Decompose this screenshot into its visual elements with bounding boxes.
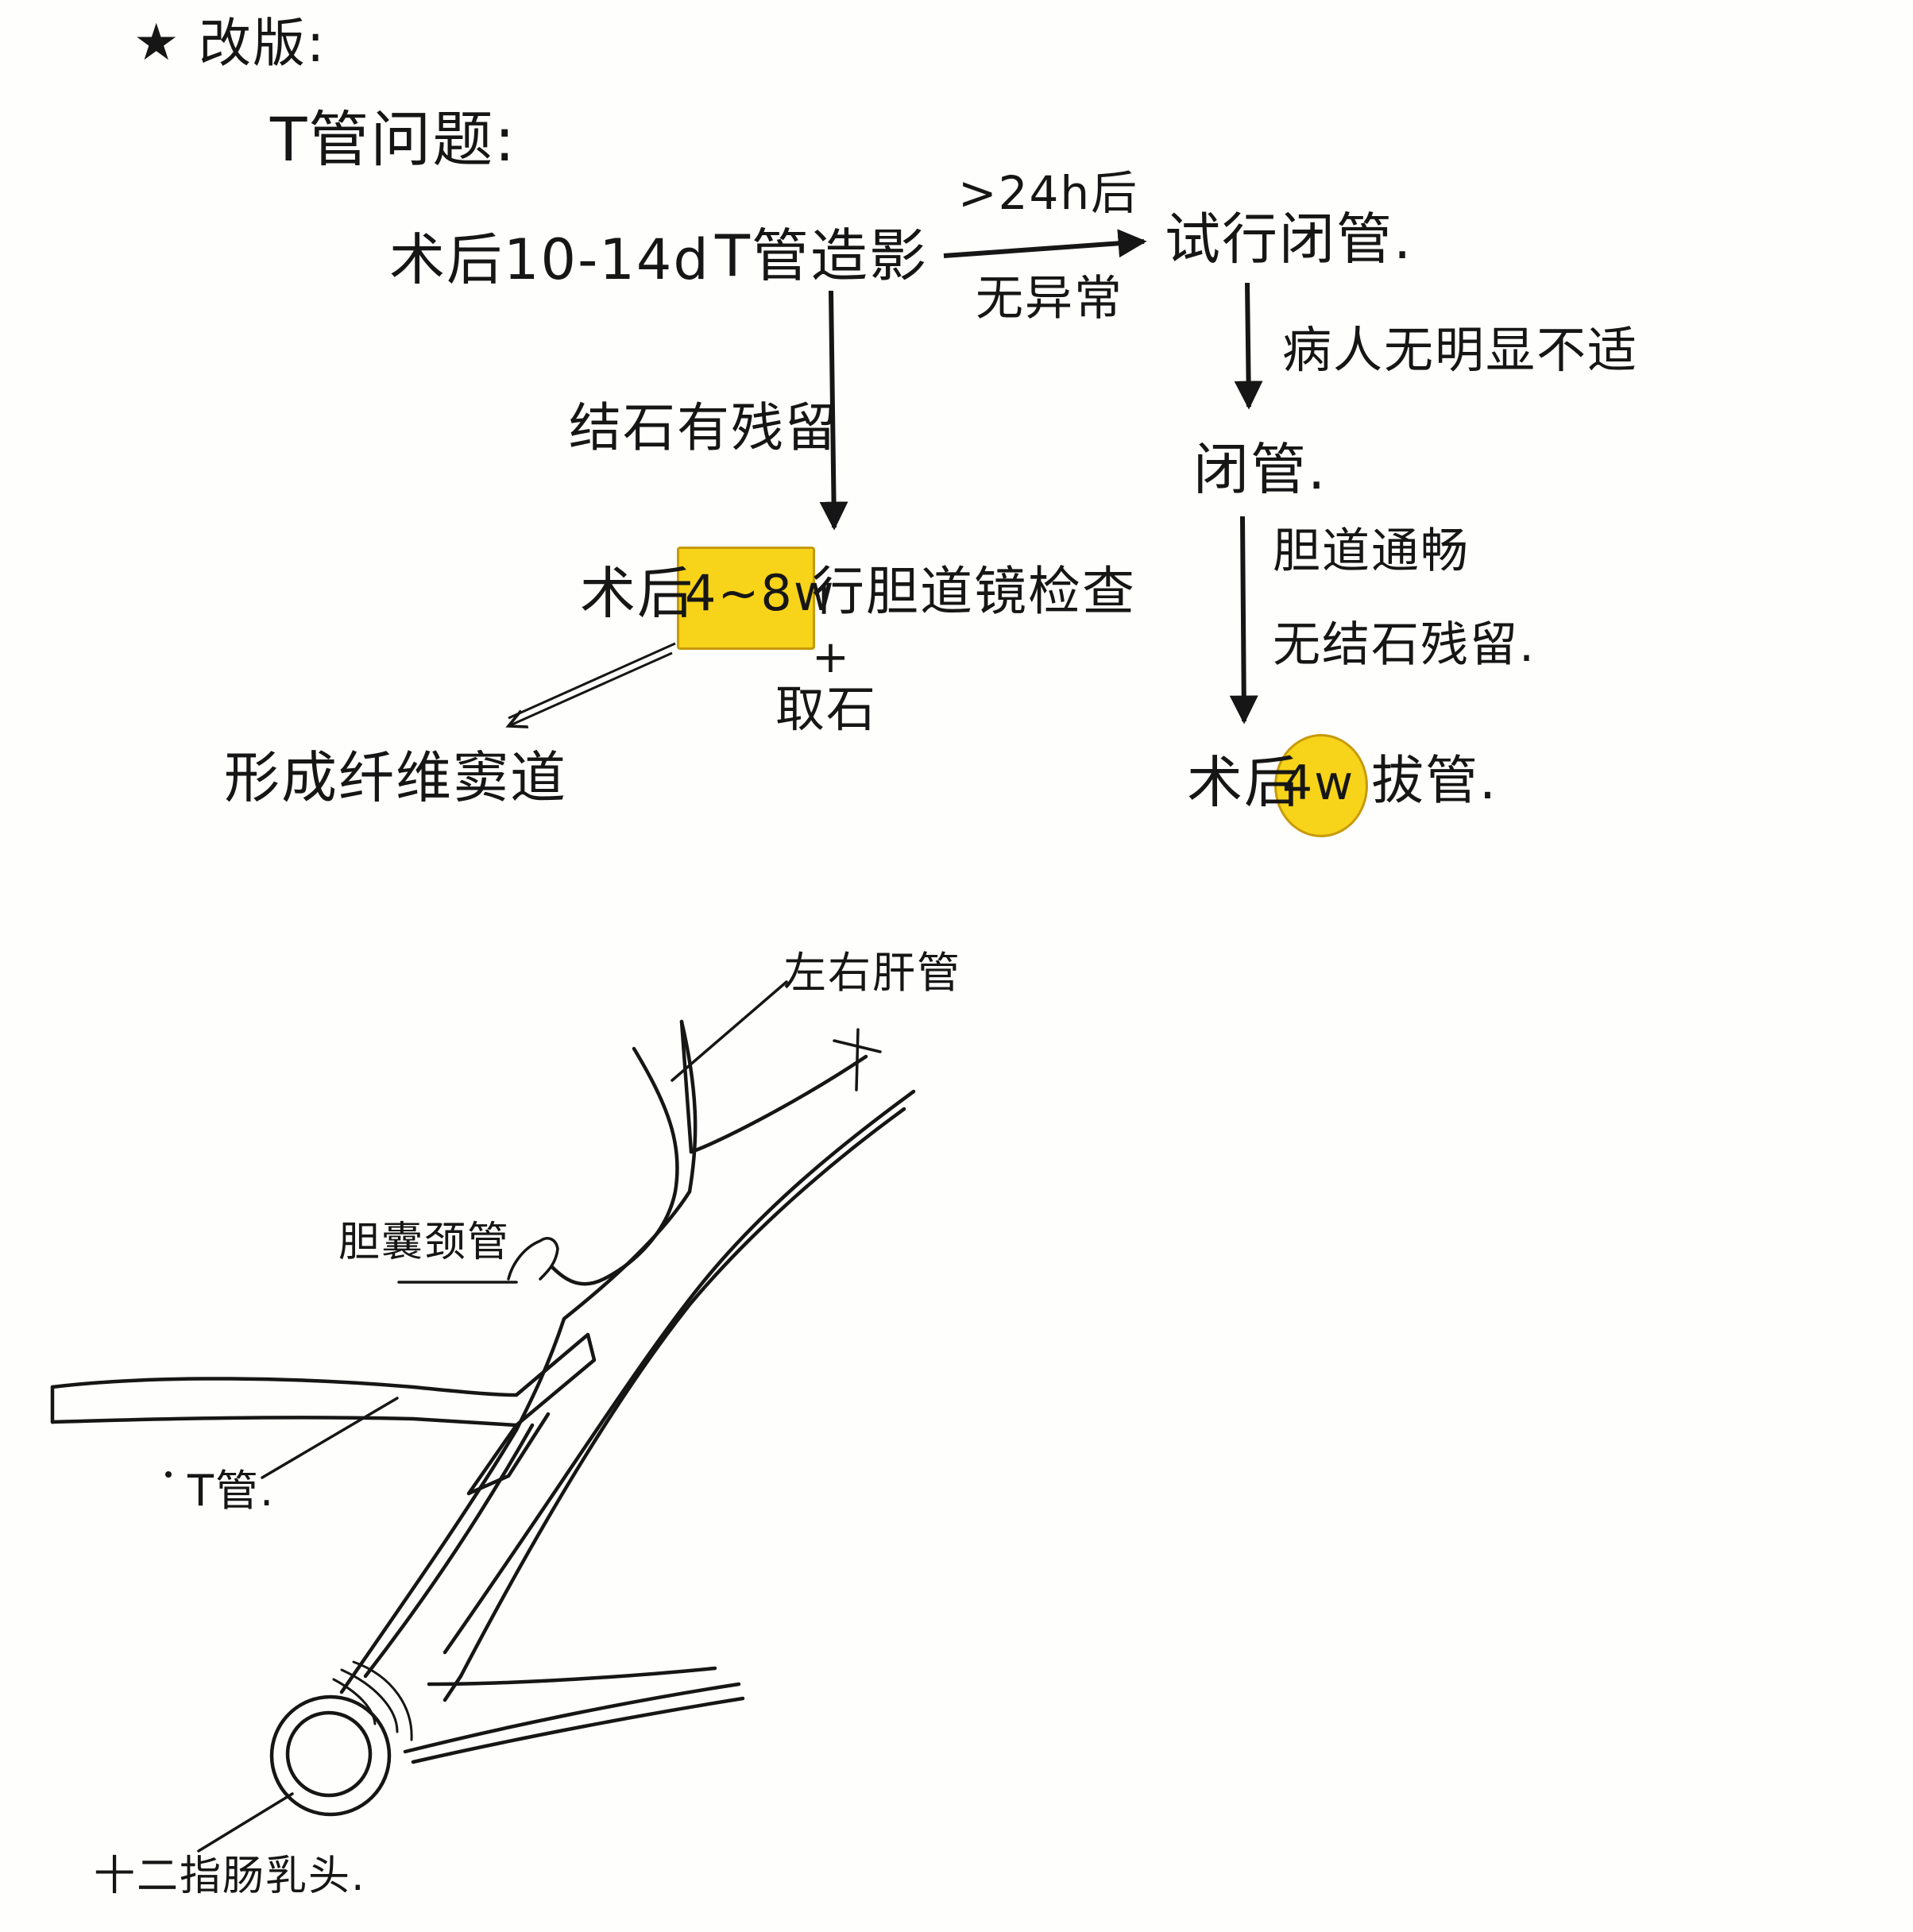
t-tube-lower — [50, 1416, 519, 1428]
cbd-left-wall-2 — [363, 1423, 535, 1679]
exam-highlight: 4~8w — [685, 564, 836, 622]
arrow-to-remove — [1229, 516, 1258, 724]
duodenum-lower-1 — [403, 1682, 741, 1754]
papilla-hatch — [332, 1660, 413, 1741]
label-t-tube: T管. — [187, 1466, 276, 1516]
label-papilla: 十二指肠乳头. — [94, 1853, 366, 1900]
t-tube-dot — [165, 1471, 172, 1478]
cystic-duct-stump — [507, 1237, 559, 1281]
t-tube-diag-1 — [514, 1332, 597, 1428]
label-patient-no-discomfort: 病人无明显不适 — [1282, 321, 1639, 379]
star-icon: ★ — [133, 14, 181, 72]
leader-hepatic-ducts-cross — [833, 1028, 882, 1092]
label-hepatic-ducts: 左右肝管 — [783, 948, 961, 998]
label-bile-duct-patent: 胆道通畅 — [1273, 524, 1470, 579]
duodenum-lower-2 — [411, 1696, 745, 1764]
leader-hepatic-ducts — [671, 980, 788, 1082]
node-close: 闭管. — [1193, 437, 1328, 502]
cbd-left-wall — [339, 1428, 519, 1694]
label-after-24h: >24h后 — [958, 166, 1139, 220]
label-no-abnormality: 无异常 — [976, 271, 1123, 327]
upper-branch-right — [689, 1054, 868, 1154]
arrow-to-exam — [819, 290, 848, 531]
plus-sign: + — [812, 632, 851, 683]
left-hepatic-duct-outer — [550, 1046, 679, 1286]
exam-suffix: 行胆道镜检查 — [812, 561, 1136, 622]
remove-prefix: 术后 — [1187, 750, 1301, 815]
duodenum-upper-arm — [427, 1666, 717, 1687]
highlight-4-8w — [677, 547, 815, 650]
leader-t-tube — [261, 1397, 399, 1479]
papilla-outer — [269, 1694, 392, 1817]
arrow-to-trial — [943, 229, 1147, 258]
exam-prefix: 术后 — [580, 561, 694, 626]
remove-suffix: 拔管. — [1371, 750, 1498, 811]
left-hepatic-duct-inner — [679, 1019, 698, 1194]
upper-branch-left — [679, 1019, 694, 1154]
node-stone-removal: 取石 — [775, 680, 878, 738]
flow-arrows — [0, 229, 1263, 890]
duodenum-bend — [443, 1674, 463, 1702]
label-stone-residue: 结石有残留 — [569, 397, 839, 458]
remove-highlight: 4w — [1282, 755, 1355, 811]
arrow-to-fistula-1 — [508, 642, 676, 720]
leader-papilla — [197, 1792, 294, 1853]
common-duct-left-wall — [514, 1189, 692, 1432]
page-title: 改版: — [199, 13, 327, 74]
arrow-to-fistula-2 — [508, 651, 673, 726]
right-duct-inner — [458, 1107, 906, 1679]
section-title: T管问题: — [270, 104, 517, 175]
t-tube-diag-2 — [466, 1412, 551, 1496]
t-tube-upper — [50, 1377, 519, 1397]
right-duct-outer — [443, 1089, 916, 1655]
label-cystic-duct: 胆囊颈管 — [338, 1219, 511, 1266]
start-node-t-tube-angiography: T管造影 — [715, 222, 928, 289]
highlight-4w — [1274, 734, 1368, 837]
arrow-to-close — [1234, 282, 1263, 410]
start-prefix: 术后10-14d — [389, 227, 710, 292]
node-trial-close: 试行闭管. — [1165, 207, 1413, 272]
label-no-stone-residue: 无结石残留. — [1273, 617, 1536, 673]
papilla-inner — [285, 1710, 373, 1798]
node-fibrous-sinus: 形成纤维窦道 — [224, 745, 567, 810]
